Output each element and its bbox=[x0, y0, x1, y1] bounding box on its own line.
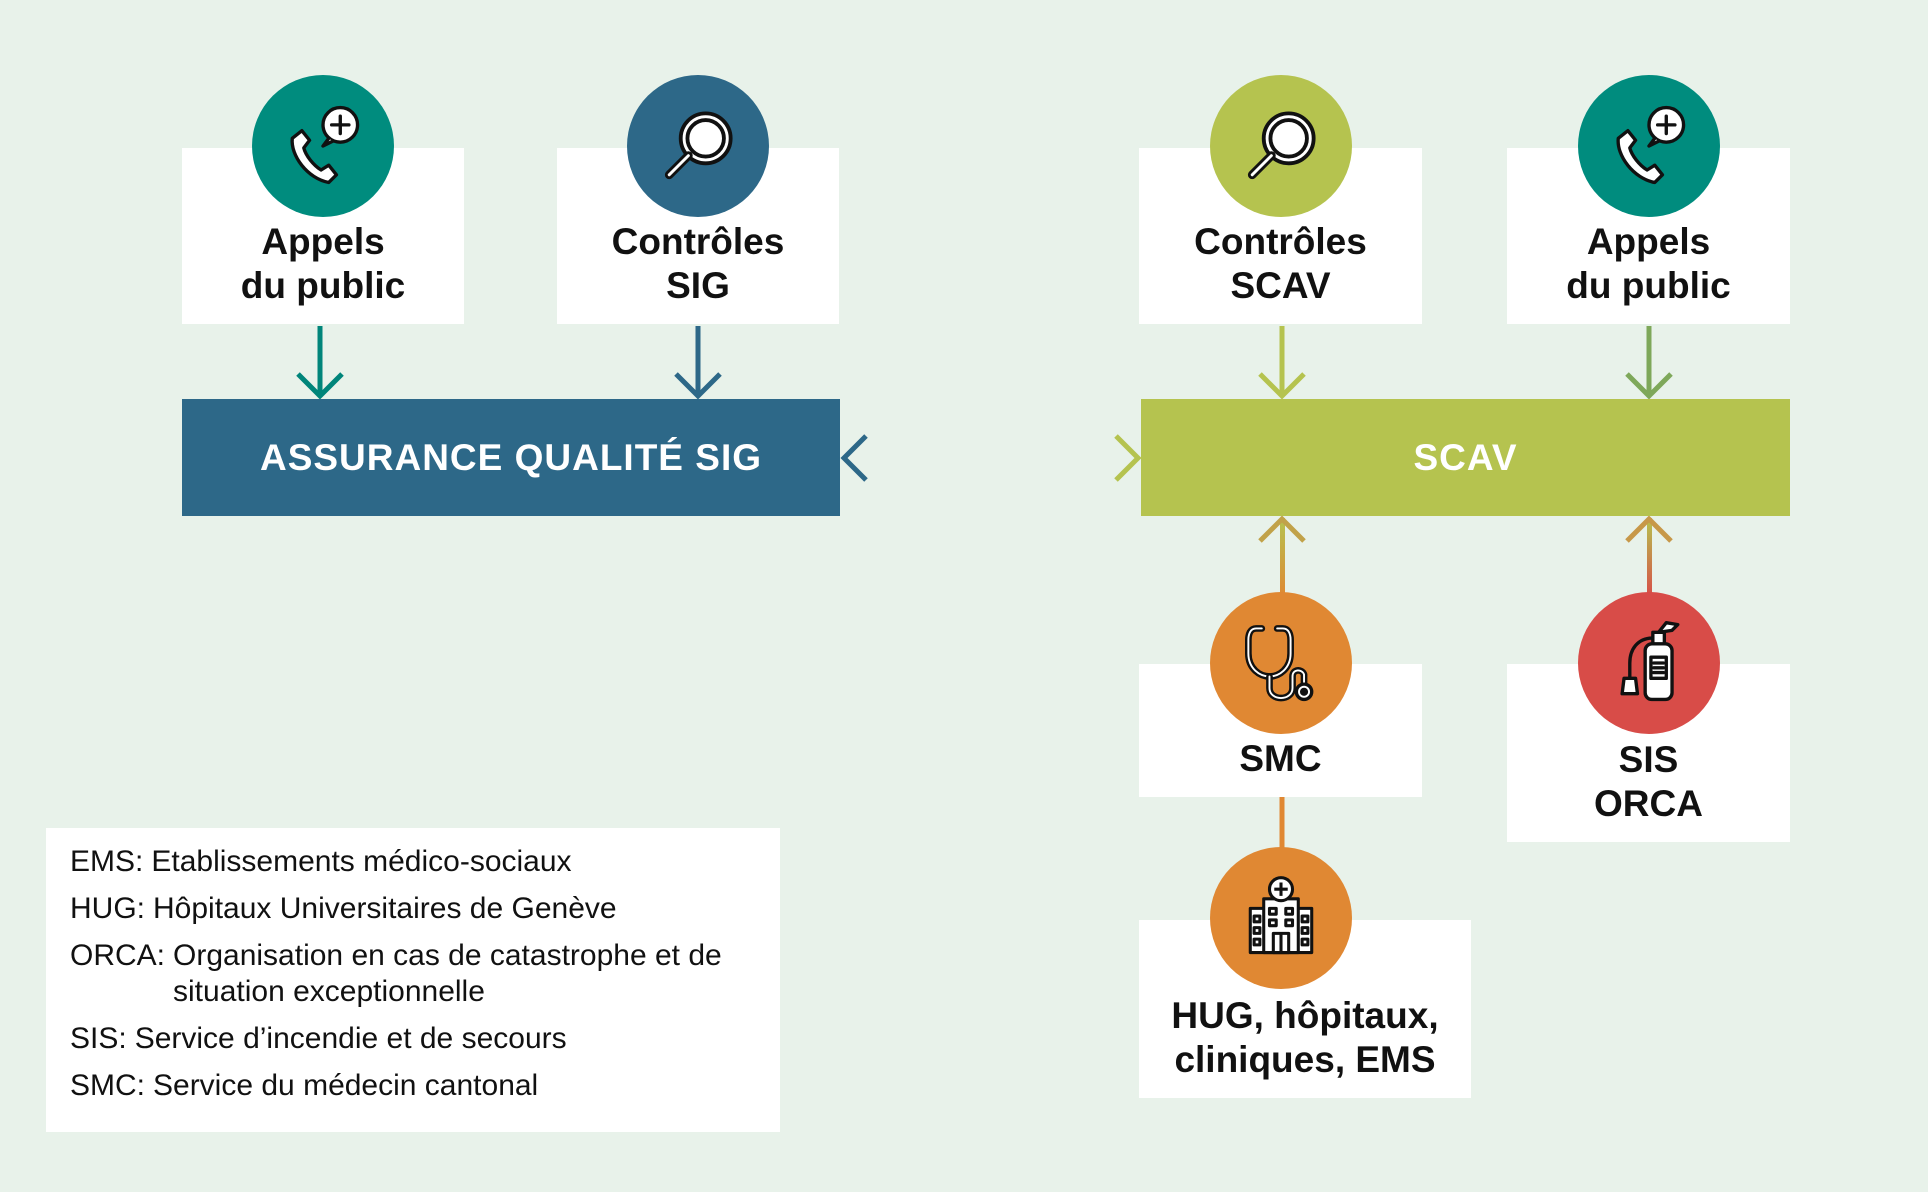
bar-scav: SCAV bbox=[1141, 399, 1790, 516]
bar-label: ASSURANCE QUALITÉ SIG bbox=[259, 436, 763, 478]
phone-medical-icon bbox=[252, 75, 394, 217]
bar-label: SCAV bbox=[1413, 436, 1518, 478]
legend-abbr: SMC: bbox=[70, 1069, 145, 1102]
hospital-icon bbox=[1210, 847, 1352, 989]
legend-definition: Etablissements médico-sociaux bbox=[151, 845, 572, 878]
arrow-top3 bbox=[1258, 326, 1306, 400]
legend-abbr: SIS: bbox=[70, 1022, 127, 1055]
card-label-line1: Appels bbox=[1586, 221, 1711, 262]
phone-medical-icon bbox=[1578, 75, 1720, 217]
legend-definition: Organisation en cas de catastrophe et de… bbox=[173, 939, 722, 1008]
legend-abbr: HUG: bbox=[70, 892, 145, 925]
stethoscope-icon bbox=[1210, 592, 1352, 734]
legend-item: HUG:Hôpitaux Universitaires de Genève bbox=[70, 891, 756, 927]
card-label-line2: ORCA bbox=[1594, 783, 1703, 824]
legend-definition: Hôpitaux Universitaires de Genève bbox=[153, 892, 617, 925]
legend-item: EMS:Etablissements médico-sociaux bbox=[70, 844, 756, 880]
card-label-line1: Contrôles bbox=[611, 221, 785, 262]
card-appels-public-sig: Appels du public bbox=[182, 148, 464, 324]
card-label-line2: cliniques, EMS bbox=[1174, 1039, 1436, 1080]
arrowhead-sis bbox=[1625, 515, 1673, 543]
card-label-line1: SIS bbox=[1618, 739, 1679, 780]
arrow-sis-line bbox=[1647, 518, 1652, 598]
arrowhead-right bbox=[1114, 434, 1142, 482]
card-label-line2: du public bbox=[1566, 265, 1731, 306]
arrowhead-left bbox=[840, 434, 868, 482]
legend: EMS:Etablissements médico-sociaux HUG:Hô… bbox=[46, 828, 780, 1132]
card-controles-scav: Contrôles SCAV bbox=[1139, 148, 1422, 324]
legend-item: SIS:Service d’incendie et de secours bbox=[70, 1021, 756, 1057]
arrowhead-smc bbox=[1258, 515, 1306, 543]
legend-abbr: EMS: bbox=[70, 845, 144, 878]
legend-definition: Service d’incendie et de secours bbox=[134, 1022, 567, 1055]
card-label-line2: du public bbox=[240, 265, 406, 306]
legend-item: SMC:Service du médecin cantonal bbox=[70, 1068, 756, 1104]
card-hug: HUG, hôpitaux, cliniques, EMS bbox=[1139, 920, 1471, 1098]
card-label-line1: Contrôles bbox=[1194, 221, 1367, 262]
card-label-line2: SCAV bbox=[1230, 265, 1331, 306]
magnifier-icon bbox=[627, 75, 769, 217]
arrow-top2 bbox=[674, 326, 722, 400]
legend-definition: Service du médecin cantonal bbox=[153, 1069, 539, 1102]
arrow-top4 bbox=[1625, 326, 1673, 400]
legend-abbr: ORCA: bbox=[70, 939, 166, 972]
card-label-line1: HUG, hôpitaux, bbox=[1171, 995, 1439, 1036]
arrow-top1 bbox=[296, 326, 344, 400]
card-label-line2: SIG bbox=[666, 265, 730, 306]
arrow-smc-line bbox=[1280, 518, 1285, 598]
card-label-line1: SMC bbox=[1239, 738, 1322, 779]
bar-assurance-qualite-sig: ASSURANCE QUALITÉ SIG bbox=[182, 399, 840, 516]
legend-item: ORCA:Organisation en cas de catastrophe … bbox=[70, 938, 756, 1010]
card-label-line1: Appels bbox=[261, 221, 385, 262]
magnifier-icon bbox=[1210, 75, 1352, 217]
fire-extinguisher-icon bbox=[1578, 592, 1720, 734]
